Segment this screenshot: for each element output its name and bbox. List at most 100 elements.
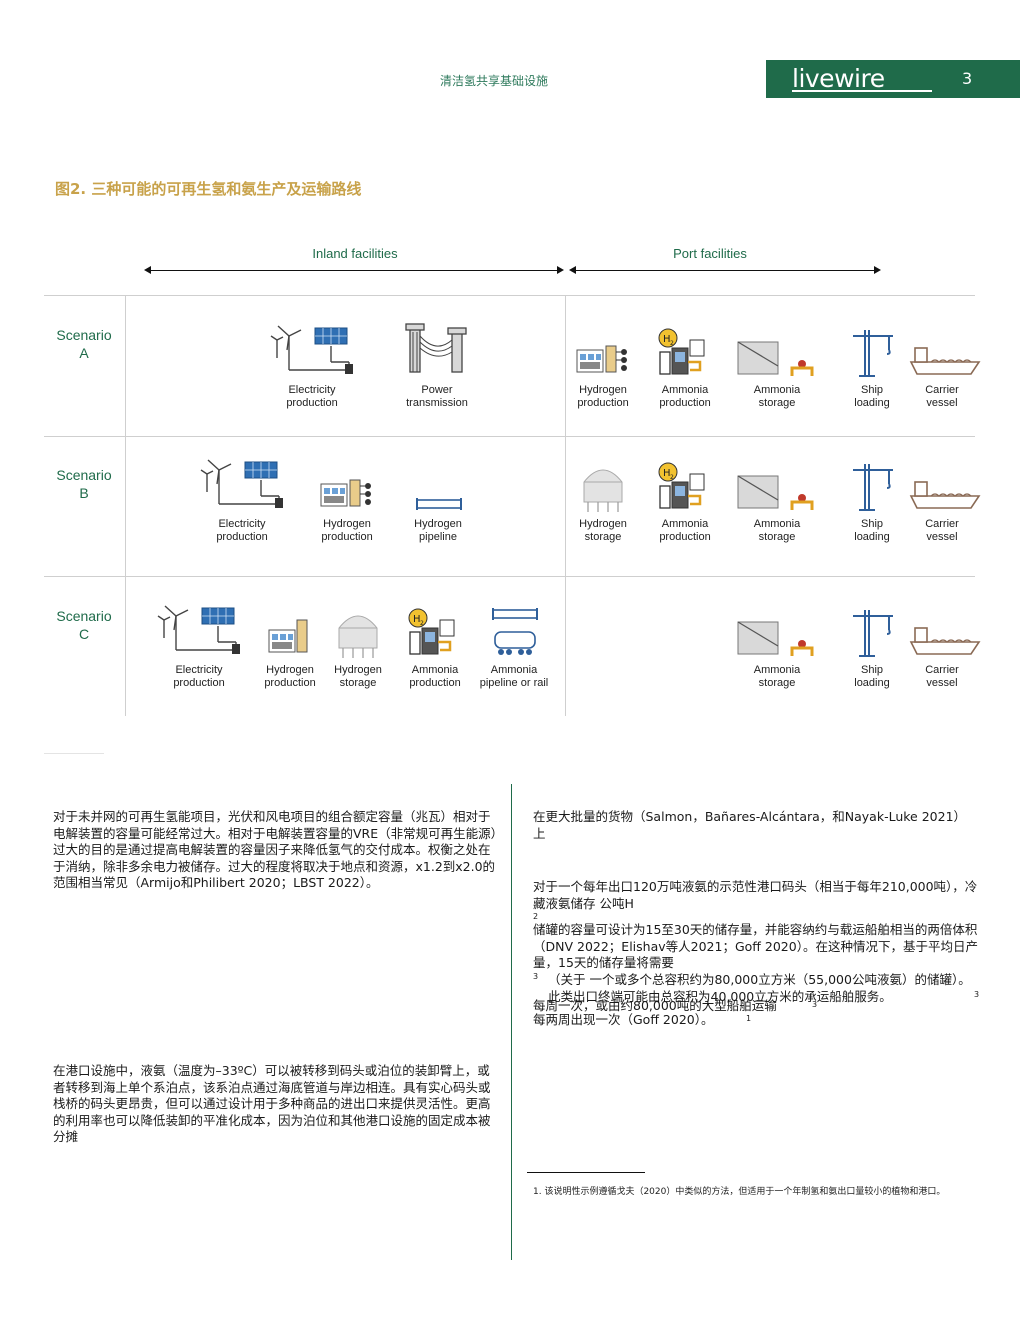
electricity-icon [270,325,353,374]
grid-line [565,295,566,716]
footnote-ref: 3 [812,1000,818,1009]
hydrogen-production-icon [576,345,627,373]
caption-line: Ship [860,384,884,396]
scenario-label-text: Scenario [56,327,112,343]
logo-plug-line [792,90,932,92]
caption-line: Ammonia [661,518,709,530]
power-transmission-icon [405,323,467,373]
caption-line: Hydrogen [334,664,382,676]
caption-line: Hydrogen [323,518,371,530]
inland-arrow [144,266,564,274]
caption-line: Power [421,384,453,396]
caption-line: production [577,397,629,409]
ammonia-storage-icon [737,475,814,510]
caption-line: transmission [406,397,468,409]
right-paragraph-4: （关于 一个或多个总容积约为80,000立方米（55,000公吨液氨）的储罐）。… [548,972,971,1004]
caption-line: Ammonia [490,664,538,676]
hydrogen-storage-icon [338,615,378,658]
ship-loading-icon [853,610,893,657]
grid-line [44,295,975,296]
hydrogen-production-icon [320,479,371,507]
scenario-b-label: Scenario B [44,466,124,502]
ship-loading-icon [853,464,893,511]
caption-line: Ammonia [411,664,459,676]
ammonia-storage-icon [737,621,814,656]
caption-line: storage [758,531,796,543]
svg-text:H: H [663,468,671,479]
right-paragraph-1: 在更大批量的货物（Salmon，Bañares-Alcántara，和Nayak… [533,809,967,841]
caption-line: Ship [860,518,884,530]
figure-title: 图2. 三种可能的可再生氢和氨生产及运输路线 [55,180,362,198]
svg-text:H: H [413,614,421,625]
footnote: 1. 该说明性示例遵循戈夫（2020）中类似的方法，但适用于一个年制氢和氨出口量… [533,1187,946,1197]
caption-line: Hydrogen [414,518,462,530]
caption-line: production [286,397,338,409]
carrier-vessel-icon [909,627,981,655]
left-paragraph-1: 对于未并网的可再生氢能项目，光伏和风电项目的组合额定容量（兆瓦）相对于电解装置的… [53,809,497,890]
port-arrow [569,266,881,274]
brand-banner: livewire 3 [766,60,1020,98]
caption-line: Ammonia [753,384,801,396]
caption-line: production [216,531,268,543]
port-facilities-label: Port facilities [673,246,747,261]
grid-line [125,295,126,716]
scenario-label-letter: A [79,345,89,361]
scenario-label-text: Scenario [56,467,112,483]
caption-line: pipeline [419,531,457,543]
caption-line: production [321,531,373,543]
caption-line: production [659,397,711,409]
right-paragraph-5: 每周一次，或由约80,000吨的大型船舶运输 [533,998,777,1013]
right-paragraph-6: 每两周出现一次（Goff 2020）。 [533,1012,714,1027]
footnote-ref: 3 [533,972,539,981]
caption-line: production [173,677,225,689]
caption-line: Hydrogen [579,518,627,530]
left-paragraph-2: 在港口设施中，液氨（温度为–33ºC）可以被转移到码头或泊位的装卸臂上，或者转移… [53,1063,491,1144]
caption-line: pipeline or rail [479,677,549,689]
svg-text:2: 2 [670,340,674,347]
hydrogen-pipeline-icon [416,498,462,510]
page-number: 3 [962,69,973,88]
caption-line: vessel [926,531,958,543]
caption-line: storage [758,677,796,689]
hydrogen-production-icon [268,619,308,653]
caption-line: Ammonia [661,384,709,396]
caption-line: Electricity [175,664,223,676]
caption-line: Carrier [925,384,959,396]
svg-text:2: 2 [670,474,674,481]
grid-line [44,576,975,577]
svg-text:2: 2 [420,620,424,627]
caption-line: loading [854,397,890,409]
ammonia-storage-icon [737,341,814,376]
caption-line: loading [854,677,890,689]
livewire-logo: livewire [792,64,885,93]
caption-line: Carrier [925,664,959,676]
caption-line: storage [339,677,377,689]
hydrogen-storage-icon [583,469,623,512]
ship-loading-icon [853,330,893,377]
caption-line: Hydrogen [579,384,627,396]
caption-line: production [264,677,316,689]
scenario-a-label: Scenario A [44,326,124,362]
column-divider [511,784,512,1260]
